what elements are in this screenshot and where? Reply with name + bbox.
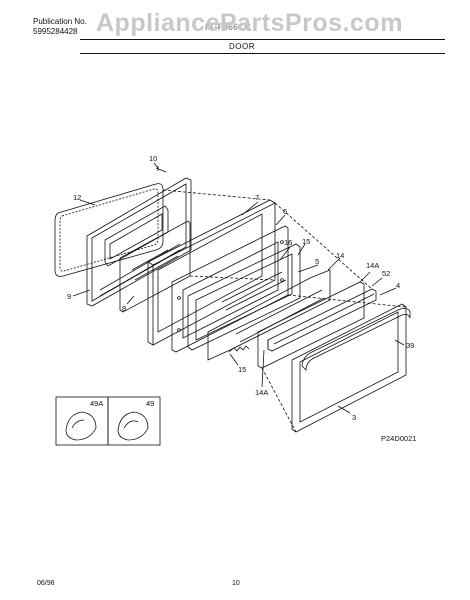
callout-16: 16 [284, 238, 292, 247]
section-title: DOOR [229, 42, 255, 51]
door-trim-part [267, 288, 377, 352]
leader-lines [72, 162, 405, 414]
glass-pack-part [187, 243, 301, 351]
callout-8: 8 [122, 304, 126, 313]
spring-part [228, 345, 250, 353]
callout-6: 6 [283, 207, 287, 216]
figure-code: P24D0021 [381, 434, 416, 443]
inner-glass-part [119, 220, 191, 313]
outer-glass-part [257, 281, 365, 369]
callout-5: 5 [315, 257, 319, 266]
outer-door-panel-part [291, 303, 407, 433]
callout-15: 15 [302, 237, 310, 246]
inset-49-frame [107, 396, 161, 446]
callout-7: 7 [255, 193, 259, 202]
callout-3: 3 [352, 413, 356, 422]
publication-label: Publication No. [33, 17, 87, 26]
callout-39: 39 [406, 341, 414, 350]
publication-number: 5995284428 [33, 27, 78, 36]
page-number: 10 [232, 580, 240, 587]
screw-part [155, 166, 167, 173]
inner-door-liner-part [86, 177, 192, 307]
callout-4: 4 [396, 281, 400, 290]
callout-49a: 49A [90, 399, 103, 408]
callout-49: 49 [146, 399, 154, 408]
callout-52: 52 [382, 269, 390, 278]
footer-date: 06/96 [37, 580, 55, 587]
knob-insets [55, 396, 161, 446]
knob-49-icon [117, 411, 149, 441]
model-number: FGF366CC [205, 22, 252, 32]
callout-14a-upper: 14A [366, 261, 379, 270]
door-gasket-part [54, 183, 164, 277]
header-rule [80, 39, 445, 40]
callout-9: 9 [67, 292, 71, 301]
knob-49a-icon [65, 411, 97, 441]
door-handle-part [301, 308, 411, 371]
section-rule [80, 53, 445, 54]
callout-10: 10 [149, 154, 157, 163]
callout-12: 12 [73, 193, 81, 202]
watermark-text: AppliancePartsPros.com [96, 9, 403, 37]
door-panel-part [171, 225, 289, 353]
callout-15-lower: 15 [238, 365, 246, 374]
callout-14a-lower: 14A [255, 388, 268, 397]
alignment-lines [162, 189, 407, 433]
callout-14: 14 [336, 251, 344, 260]
